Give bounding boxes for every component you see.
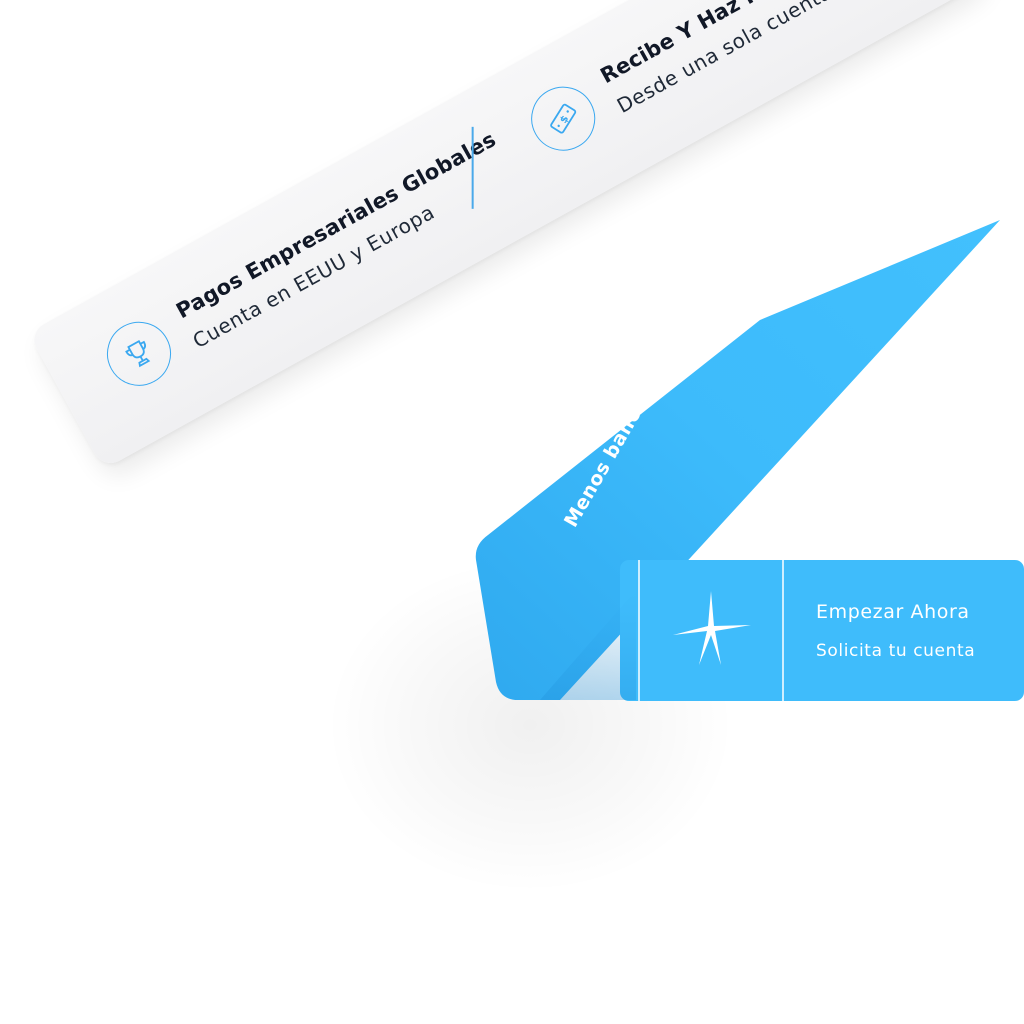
cta-title: Empezar Ahora [816,600,970,623]
trophy-icon [125,340,151,368]
start-now-button[interactable]: Empezar Ahora Solicita tu cuenta [638,560,1022,701]
features-band: Pagos Empresariales Globales Cuenta en E… [28,0,987,470]
feature-send-receive: $ Recibe Y Haz Pagos Desde una sola cuen… [519,0,838,163]
feature-divider [471,126,474,209]
feature-icon-circle [95,310,183,398]
cta-panel-bg [620,560,1024,701]
money-bill-icon: $ [550,103,577,134]
feature-global-payments: Pagos Empresariales Globales Cuenta en E… [95,124,517,398]
sparkle-star-icon [673,590,751,665]
cta-subtitle: Solicita tu cuenta [816,640,976,661]
feature-icon-circle: $ [519,75,607,163]
svg-text:$: $ [558,114,571,126]
cta-icon-cell [638,560,784,701]
